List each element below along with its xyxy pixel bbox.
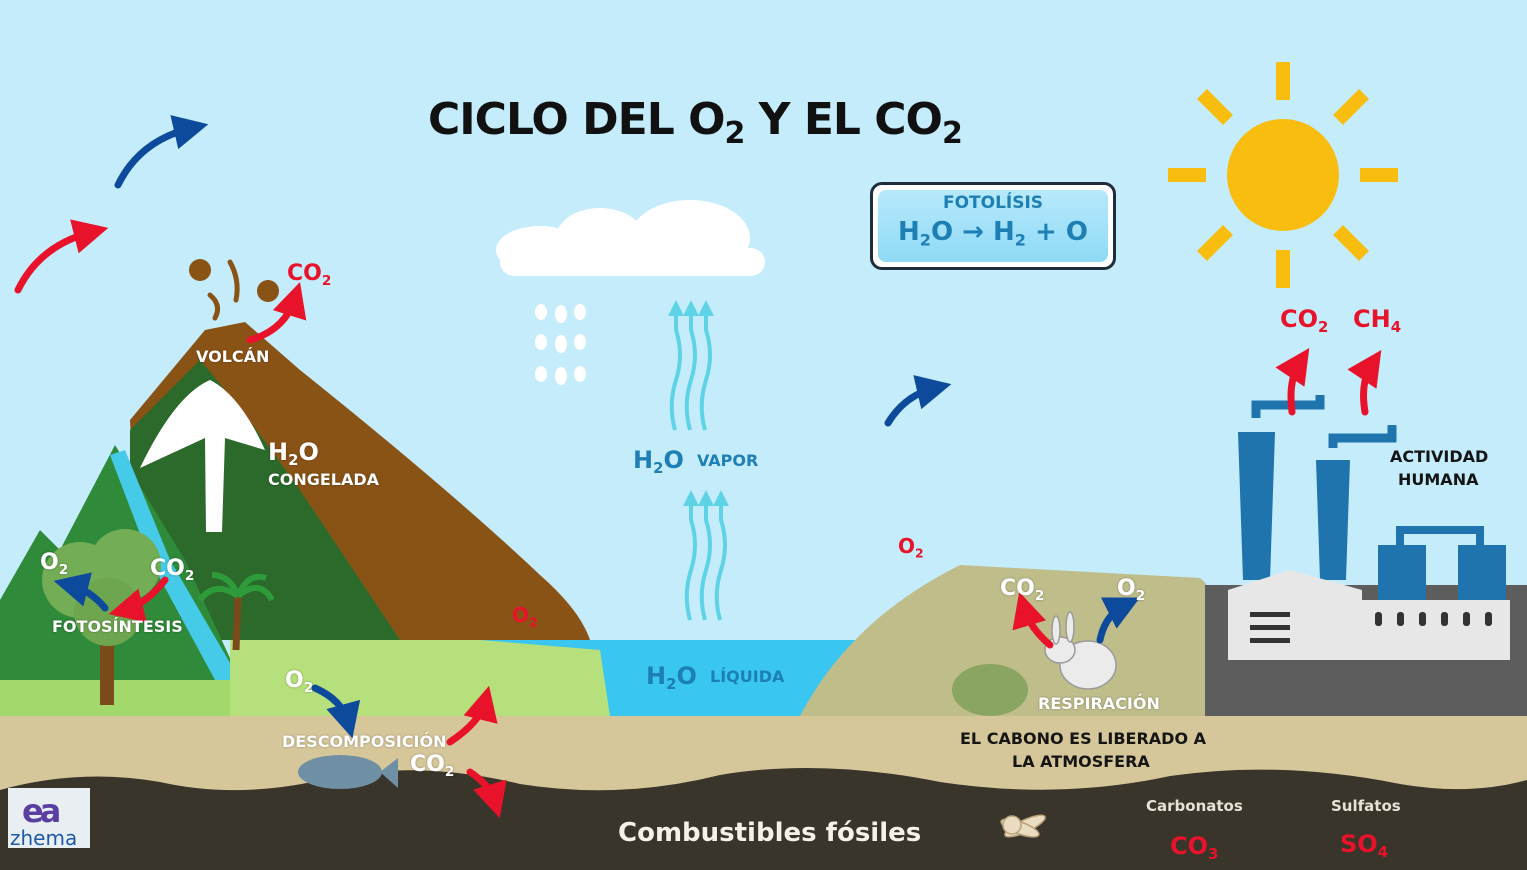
o2-label-respiration: O2 bbox=[1117, 576, 1146, 604]
factory bbox=[1228, 395, 1510, 660]
volcano-rock bbox=[189, 259, 211, 281]
h2o-frozen-label: H2O bbox=[268, 438, 319, 470]
sun bbox=[1168, 62, 1398, 288]
liquida-label: LÍQUIDA bbox=[710, 667, 785, 686]
combustibles-label: Combustibles fósiles bbox=[618, 818, 922, 848]
blue-arrow bbox=[53, 572, 109, 612]
h2o-liquid-formula: H2O bbox=[646, 662, 697, 694]
co2-label-respiration: CO2 bbox=[1000, 576, 1045, 604]
fotolisis-equation: H2O → H2 + O bbox=[898, 217, 1088, 250]
red-arrow bbox=[466, 768, 507, 819]
co2-label-fotosintesis: CO2 bbox=[150, 556, 195, 584]
red-arrow bbox=[1347, 350, 1382, 416]
red-arrow bbox=[14, 219, 109, 294]
actividad-label-line2: HUMANA bbox=[1398, 470, 1479, 489]
bush bbox=[952, 664, 1028, 716]
clouds bbox=[496, 200, 765, 276]
descomposicion-label: DESCOMPOSICIÓN bbox=[282, 732, 447, 751]
co2-label-volcano: CO2 bbox=[287, 261, 332, 289]
o2-label-shore: O2 bbox=[512, 603, 538, 630]
vapor-label: VAPOR bbox=[697, 451, 759, 470]
volcan-label: VOLCÁN bbox=[196, 347, 270, 366]
sulfatos-label: Sulfatos bbox=[1331, 797, 1401, 815]
o2-label-fotosintesis: O2 bbox=[40, 550, 69, 578]
fotosintesis-label: FOTOSÍNTESIS bbox=[52, 617, 183, 636]
dead-fish bbox=[298, 755, 398, 789]
bones bbox=[1000, 814, 1046, 838]
logo-text: zhema bbox=[10, 826, 78, 850]
glacier-stream bbox=[110, 450, 240, 680]
snow-cap bbox=[140, 380, 265, 532]
so4-label: SO4 bbox=[1340, 830, 1389, 862]
blue-arrow bbox=[114, 115, 209, 189]
carbonatos-label: Carbonatos bbox=[1146, 797, 1243, 815]
volcano-rock bbox=[257, 280, 279, 302]
fossil-layer bbox=[0, 767, 1527, 870]
congelada-label: CONGELADA bbox=[268, 470, 380, 489]
fotolisis-title: FOTOLÍSIS bbox=[942, 193, 1044, 213]
carbono-label-line2: LA ATMOSFERA bbox=[1012, 752, 1150, 771]
co2-label-decomposition: CO2 bbox=[410, 752, 455, 780]
logo-mark: ea bbox=[22, 792, 61, 830]
o2-label-decomposition: O2 bbox=[285, 668, 314, 696]
ch4-label-factory: CH4 bbox=[1353, 305, 1402, 337]
actividad-label-line1: ACTIVIDAD bbox=[1390, 447, 1489, 466]
h2o-vapor-formula: H2O bbox=[633, 446, 684, 478]
red-arrow bbox=[108, 576, 169, 623]
respiracion-label: RESPIRACIÓN bbox=[1038, 694, 1160, 713]
o2-label-sky: O2 bbox=[898, 534, 924, 561]
red-arrow bbox=[1275, 348, 1310, 416]
palm-tree bbox=[232, 595, 242, 651]
co3-label: CO3 bbox=[1170, 832, 1219, 864]
brand-logo: ea zhema bbox=[8, 788, 90, 850]
vapor-waves bbox=[668, 300, 729, 621]
rain-drops bbox=[535, 304, 586, 385]
fotolisis-box: FOTOLÍSIS H2O → H2 + O bbox=[870, 182, 1116, 270]
lake bbox=[480, 640, 860, 716]
carbono-label-line1: EL CABONO ES LIBERADO A bbox=[960, 729, 1207, 748]
diagram-title: CICLO DEL O2 Y EL CO2 bbox=[428, 94, 963, 151]
blue-arrow bbox=[1096, 597, 1141, 644]
blue-arrow bbox=[884, 375, 952, 427]
red-arrow bbox=[446, 685, 498, 746]
red-arrow bbox=[1012, 591, 1054, 649]
red-arrow bbox=[246, 281, 307, 344]
blue-arrow bbox=[311, 684, 361, 739]
co2-label-factory: CO2 bbox=[1280, 305, 1329, 337]
volcano-smoke bbox=[207, 259, 240, 321]
